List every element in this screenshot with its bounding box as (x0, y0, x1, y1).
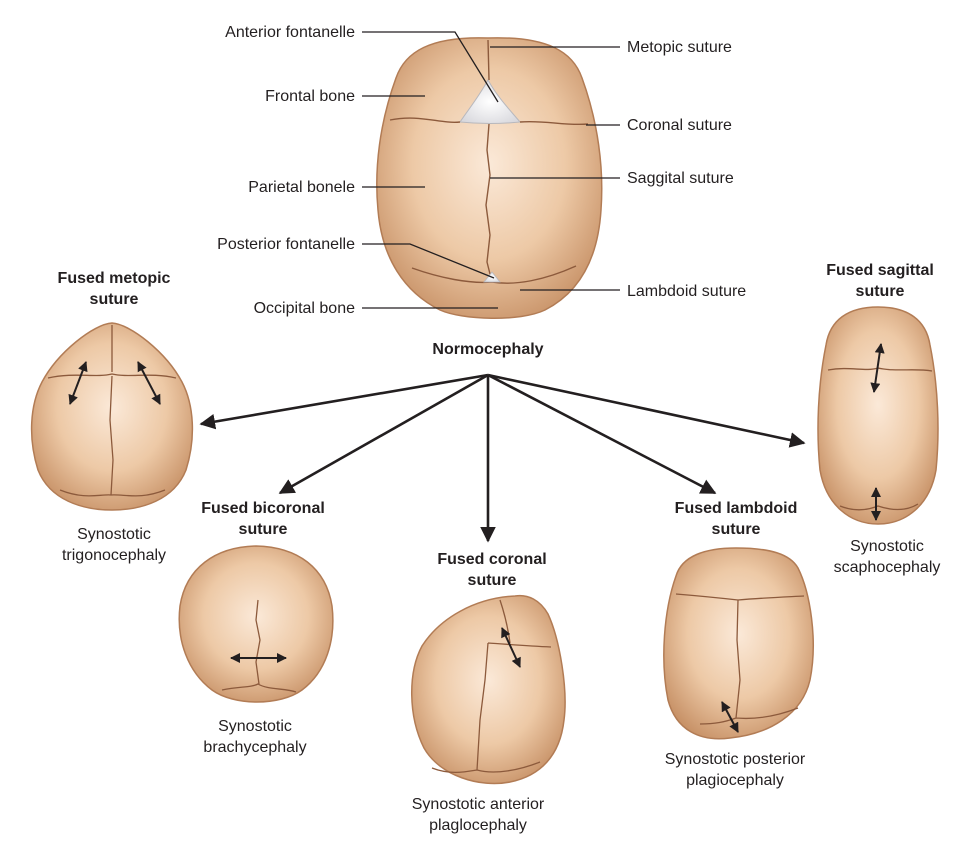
title-fused-lambdoid-2: suture (711, 521, 761, 538)
skull-brachycephaly (178, 545, 334, 703)
caption-trigonocephaly-2: trigonocephaly (61, 547, 167, 564)
skull-outline (817, 306, 939, 525)
title-fused-metopic-2: suture (89, 291, 139, 308)
normal-skull (376, 37, 603, 319)
label-coronal-suture: Coronal suture (627, 117, 732, 134)
label-saggital-suture: Saggital suture (627, 170, 734, 187)
caption-normocephaly: Normocephaly (432, 341, 544, 358)
growth-arrow (870, 343, 885, 393)
skull-outline (411, 594, 566, 785)
title-fused-coronal-1: Fused coronal (437, 551, 547, 568)
title-fused-lambdoid-1: Fused lambdoid (674, 500, 798, 517)
growth-arrow (68, 361, 88, 405)
sutures (47, 325, 177, 497)
growth-arrow (721, 701, 739, 733)
sutures (221, 599, 297, 693)
label-metopic-suture: Metopic suture (627, 39, 732, 56)
title-fused-sagittal-2: suture (855, 283, 905, 300)
caption-anterior-plagiocephaly-2: plaglocephaly (429, 817, 527, 834)
label-lambdoid-suture: Lambdoid suture (627, 283, 747, 300)
transition-arrows (199, 373, 806, 543)
skull-posterior-plagiocephaly (663, 547, 814, 740)
growth-arrow (501, 627, 521, 668)
growth-arrow (137, 361, 161, 405)
caption-brachycephaly-2: brachycephaly (203, 739, 307, 756)
skull-anterior-plagiocephaly (411, 594, 566, 785)
caption-posterior-plagiocephaly-2: plagiocephaly (686, 772, 784, 789)
caption-trigonocephaly-1: Synostotic (77, 526, 151, 543)
caption-scaphocephaly-1: Synostotic (850, 538, 924, 555)
label-posterior-fontanelle: Posterior fontanelle (217, 236, 355, 253)
label-anterior-fontanelle: Anterior fontanelle (225, 24, 355, 41)
label-occipital-bone: Occipital bone (253, 300, 355, 317)
title-fused-metopic-1: Fused metopic (57, 270, 171, 287)
skull-trigonocephaly (30, 322, 194, 511)
label-frontal-bone: Frontal bone (265, 88, 355, 105)
title-fused-bicoronal-2: suture (238, 521, 288, 538)
skull-scaphocephaly (817, 306, 939, 525)
caption-posterior-plagiocephaly-1: Synostotic posterior (664, 751, 806, 768)
sagittal-suture (485, 123, 493, 283)
title-fused-coronal-2: suture (467, 572, 517, 589)
leader-lines (362, 31, 620, 309)
caption-brachycephaly-1: Synostotic (218, 718, 292, 735)
coronal-suture (389, 117, 589, 126)
caption-anterior-plagiocephaly-1: Synostotic anterior (411, 796, 545, 813)
title-fused-bicoronal-1: Fused bicoronal (201, 500, 325, 517)
caption-scaphocephaly-2: scaphocephaly (833, 559, 941, 576)
label-parietal-bone: Parietal bonele (248, 179, 355, 196)
anterior-fontanelle (459, 78, 521, 124)
title-fused-sagittal-1: Fused sagittal (826, 262, 934, 279)
metopic-suture (487, 39, 490, 81)
skull-outline (178, 545, 334, 703)
